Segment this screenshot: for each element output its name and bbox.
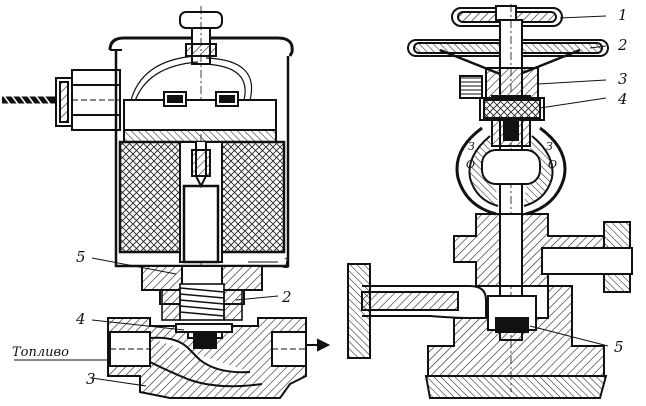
dial-right-closed: З xyxy=(546,140,553,153)
outflow-arrow xyxy=(306,338,331,352)
gland-packing xyxy=(479,67,545,121)
leader-lines xyxy=(14,257,279,387)
valve-body xyxy=(107,317,307,399)
solenoid-valve-drawing xyxy=(2,6,331,399)
return-spring xyxy=(161,283,243,321)
adjust-knob xyxy=(459,75,483,99)
leader-lines-right xyxy=(529,15,609,347)
handwheel xyxy=(451,5,563,27)
armature-core xyxy=(179,141,223,264)
cable-gland xyxy=(55,69,121,131)
dial-left-open: О xyxy=(466,158,475,171)
coil-winding xyxy=(118,140,286,254)
label-left-5: 5 xyxy=(76,248,86,266)
valve-body-right xyxy=(347,213,633,399)
terminal-block xyxy=(123,91,277,143)
label-left-1: 1 xyxy=(282,254,292,272)
manual-valve-drawing xyxy=(347,4,633,399)
label-left-4: 4 xyxy=(75,310,86,328)
yoke-dial xyxy=(455,126,567,216)
cable xyxy=(2,95,58,105)
dial-left-closed: З xyxy=(468,140,475,153)
label-right-4: 4 xyxy=(617,90,628,108)
dial-right-open: О xyxy=(548,158,557,171)
label-right-1: 1 xyxy=(618,6,628,24)
label-left-3: 3 xyxy=(86,370,96,388)
label-right-3: 3 xyxy=(618,70,628,88)
internal-wiring xyxy=(129,55,253,105)
label-left-2: 2 xyxy=(281,288,292,306)
label-right-5: 5 xyxy=(614,338,624,356)
top-adjust-screw xyxy=(179,6,223,300)
fuel-label: Топливо xyxy=(12,345,69,360)
label-right-2: 2 xyxy=(617,36,628,54)
